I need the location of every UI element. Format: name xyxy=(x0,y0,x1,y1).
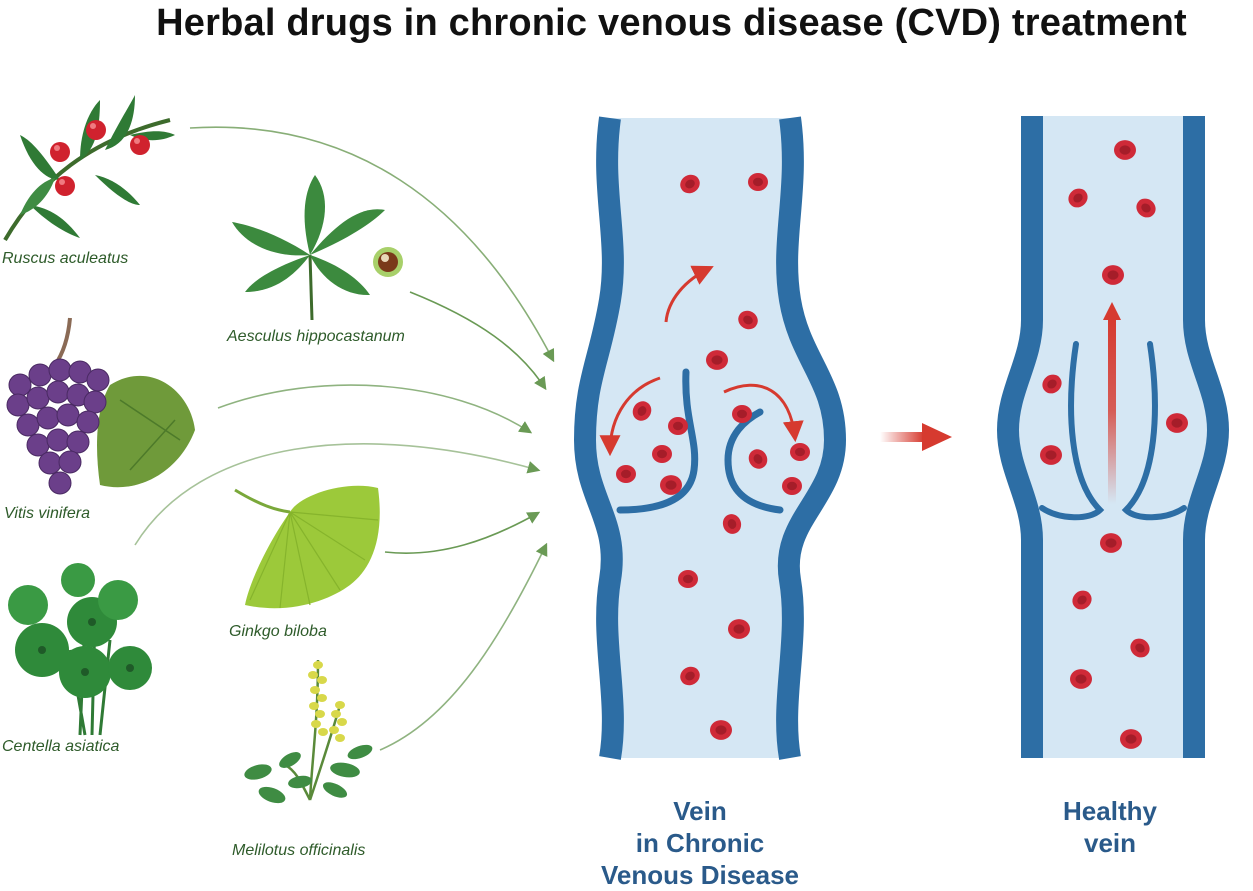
transition-arrow xyxy=(880,423,952,451)
blood-cell xyxy=(732,405,752,423)
diseased-vein xyxy=(573,116,847,760)
blood-cell xyxy=(660,475,682,495)
healthy-vein-left-wall xyxy=(996,116,1043,758)
diseased-vein-right-wall xyxy=(776,116,847,760)
healthy-vein-label-line2: vein xyxy=(1083,828,1137,858)
plant-label-ginkgo: Ginkgo biloba xyxy=(229,623,327,640)
healthy-right-valve xyxy=(1121,341,1187,521)
healthy-vein-label: Healthy vein xyxy=(1010,795,1210,859)
blood-cell xyxy=(710,720,732,740)
arrow-ruscus xyxy=(189,126,555,363)
blood-cell xyxy=(668,417,688,435)
healthy-vein-label-line1: Healthy xyxy=(1063,796,1157,826)
blood-cell xyxy=(1100,533,1122,553)
melilotus-officinalis-illustration xyxy=(244,659,373,804)
ruscus-aculeatus-illustration xyxy=(3,95,175,242)
blood-cell xyxy=(652,445,672,463)
healthy-vein-right-wall xyxy=(1183,116,1230,758)
plant-to-vein-arrows xyxy=(134,126,555,751)
reflux-arrow-top xyxy=(664,265,714,323)
plant-label-aesculus: Aesculus hippocastanum xyxy=(227,328,405,345)
vitis-vinifera-illustration xyxy=(6,317,195,495)
plant-label-centella: Centella asiatica xyxy=(2,738,120,755)
blood-cell xyxy=(616,465,636,483)
diseased-vein-left-wall xyxy=(573,116,624,760)
blood-cell xyxy=(1114,140,1136,160)
healthy-vein xyxy=(996,116,1230,758)
diseased-left-valve xyxy=(616,368,699,514)
plant-label-melilotus: Melilotus officinalis xyxy=(232,842,366,859)
diseased-vein-lumen xyxy=(585,118,835,758)
healthy-flow-arrow-head xyxy=(1103,302,1121,320)
diseased-vein-label-line3: Venous Disease xyxy=(601,860,799,890)
reflux-arrow-left xyxy=(599,376,661,457)
arrow-centella xyxy=(134,443,541,546)
ginkgo-biloba-illustration xyxy=(234,485,380,609)
reflux-arrow-right xyxy=(723,383,804,443)
diseased-vein-label-line1: Vein xyxy=(673,796,727,826)
centella-asiatica-illustration xyxy=(8,563,152,736)
arrow-melilotus xyxy=(379,542,548,751)
blood-cell xyxy=(748,173,768,191)
plant-label-vitis: Vitis vinifera xyxy=(4,505,90,522)
blood-cell xyxy=(782,477,802,495)
blood-cell xyxy=(1102,265,1124,285)
blood-cell xyxy=(1040,445,1062,465)
arrow-ginkgo xyxy=(384,511,541,554)
blood-cell xyxy=(678,570,698,588)
figure-title: Herbal drugs in chronic venous disease (… xyxy=(156,2,1187,44)
diseased-vein-label-line2: in Chronic xyxy=(635,828,765,858)
arrow-aesculus xyxy=(409,291,547,391)
diseased-vein-label: Vein in Chronic Venous Disease xyxy=(580,795,820,891)
blood-cell xyxy=(790,443,810,461)
blood-cell xyxy=(1120,729,1142,749)
plant-label-ruscus: Ruscus aculeatus xyxy=(2,250,129,267)
aesculus-hippocastanum-illustration xyxy=(232,175,403,321)
arrow-vitis xyxy=(217,384,533,434)
blood-cell xyxy=(706,350,728,370)
blood-cell xyxy=(1070,669,1092,689)
healthy-left-valve xyxy=(1039,341,1105,521)
healthy-flow-arrow-shaft xyxy=(1108,318,1116,504)
blood-cell xyxy=(728,619,750,639)
blood-cell xyxy=(1166,413,1188,433)
